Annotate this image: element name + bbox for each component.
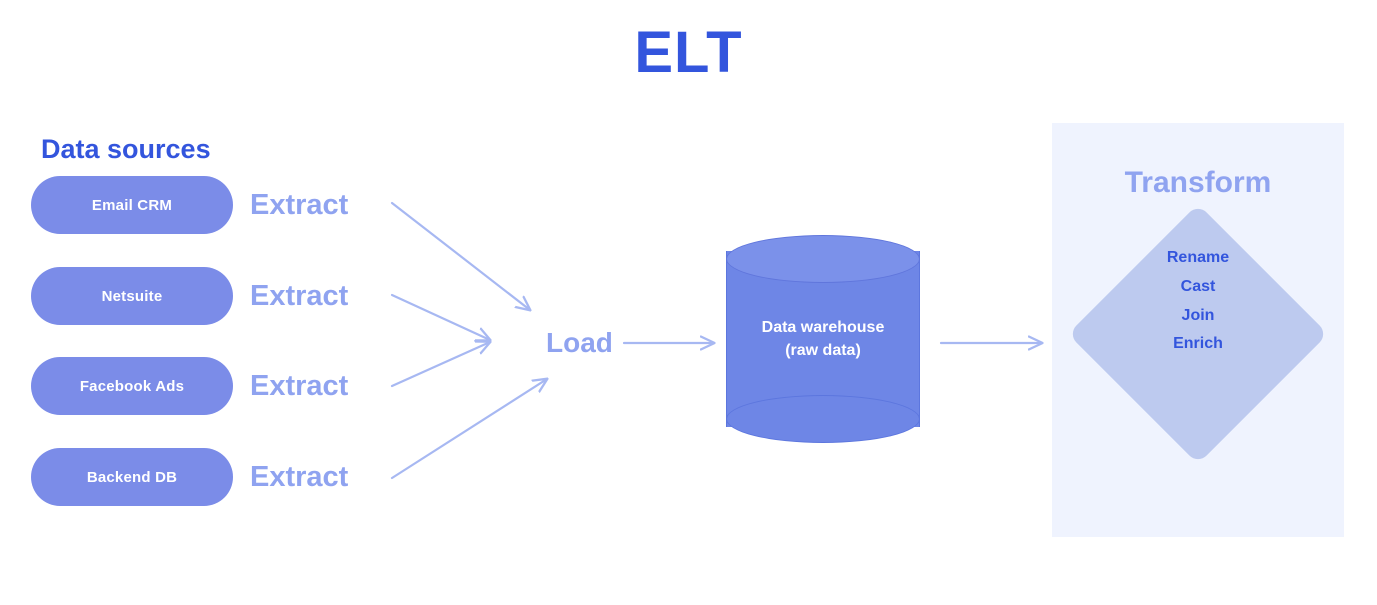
extract-label-email-crm: Extract <box>250 188 349 221</box>
data-warehouse-cylinder: Data warehouse (raw data) <box>726 235 920 443</box>
source-row-facebook-ads: Facebook Ads Extract <box>31 357 371 415</box>
source-row-netsuite: Netsuite Extract <box>31 267 371 325</box>
arrow-email-crm-to-load <box>390 201 530 310</box>
transform-op-enrich: Enrich <box>1173 335 1223 353</box>
page-title: ELT <box>634 20 743 85</box>
source-pill-facebook-ads[interactable]: Facebook Ads <box>31 357 233 415</box>
extract-label-facebook-ads: Extract <box>250 369 349 402</box>
warehouse-label-line1: Data warehouse <box>761 318 885 336</box>
source-row-backend-db: Backend DB Extract <box>31 448 371 506</box>
transform-heading: Transform <box>1124 166 1272 199</box>
source-pill-backend-db[interactable]: Backend DB <box>31 448 233 506</box>
source-pill-label: Backend DB <box>86 468 178 486</box>
transform-operations-list: Rename Cast Join Enrich <box>1052 244 1344 359</box>
data-sources-heading: Data sources <box>41 134 211 164</box>
transform-op-cast: Cast <box>1180 277 1216 295</box>
source-pill-email-crm[interactable]: Email CRM <box>31 176 233 234</box>
transform-panel: Transform Rename Cast Join Enrich <box>1052 123 1344 537</box>
arrow-netsuite-to-load <box>390 293 490 340</box>
source-pill-label: Netsuite <box>101 287 163 305</box>
transform-op-join: Join <box>1181 306 1215 324</box>
arrow-facebook-ads-to-load <box>390 342 490 388</box>
extract-label-netsuite: Extract <box>250 279 349 312</box>
data-warehouse-label: Data warehouse (raw data) <box>726 235 920 443</box>
source-pill-netsuite[interactable]: Netsuite <box>31 267 233 325</box>
arrow-backend-db-to-load <box>390 379 547 480</box>
extract-label-backend-db: Extract <box>250 460 349 493</box>
source-row-email-crm: Email CRM Extract <box>31 176 371 234</box>
source-pill-label: Email CRM <box>91 196 173 214</box>
transform-op-rename: Rename <box>1166 249 1230 266</box>
source-pill-label: Facebook Ads <box>79 377 185 395</box>
load-label: Load <box>546 327 613 358</box>
warehouse-label-line2: (raw data) <box>785 342 861 359</box>
cylinder-bottom-ellipse <box>726 395 920 443</box>
cylinder-top-ellipse <box>726 235 920 283</box>
